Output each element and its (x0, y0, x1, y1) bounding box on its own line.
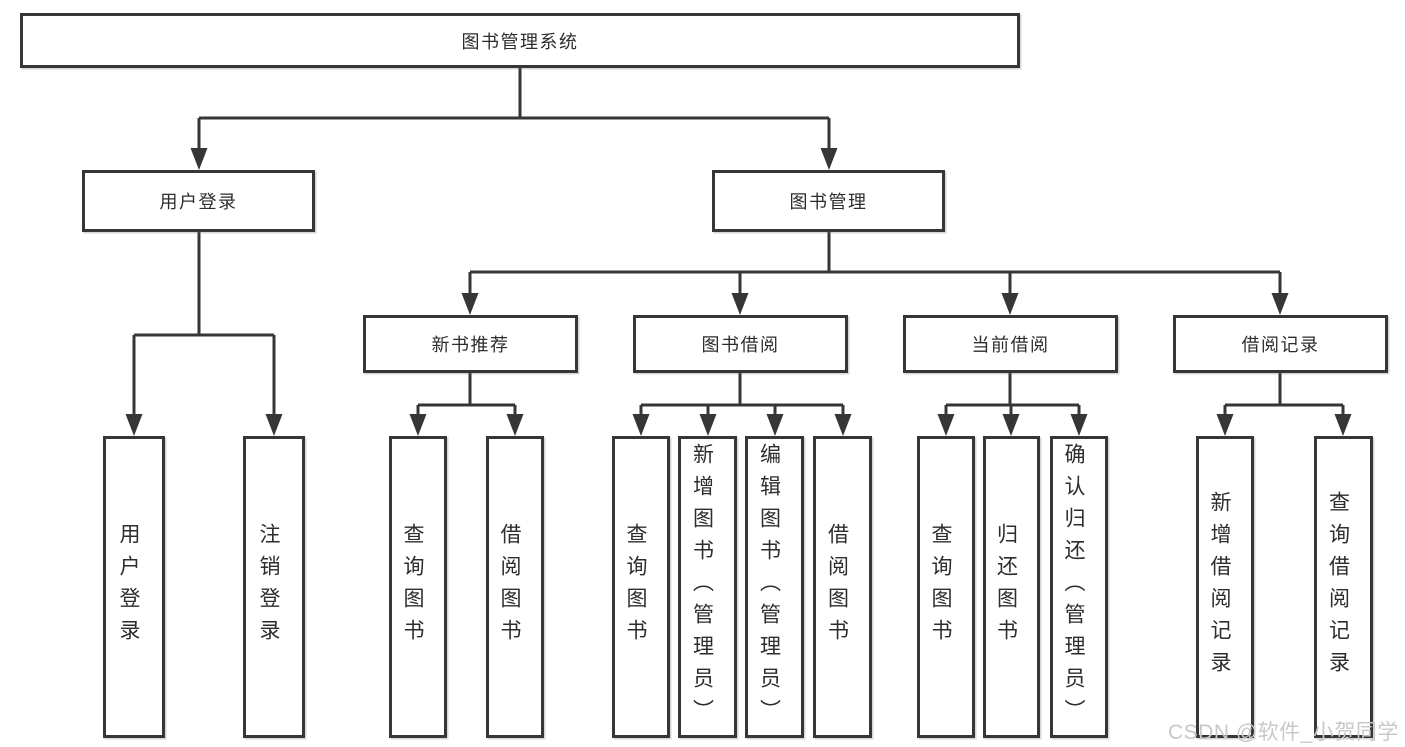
leaf-borrowing-edit-admin: 编辑图书（管理员） (745, 436, 804, 738)
arrow-head-icon (506, 414, 524, 436)
node-book-borrowing-label: 图书借阅 (701, 335, 780, 355)
leaf-borrowing-add-admin-label: 新增图书（管理员） (690, 443, 714, 731)
leaf-records-add: 新增借阅记录 (1196, 436, 1254, 738)
node-borrowing-records-label: 借阅记录 (1241, 335, 1320, 355)
node-new-book-recommend-label: 新书推荐 (431, 335, 510, 355)
arrow-head-icon (1216, 414, 1234, 436)
connector-line (641, 373, 843, 407)
node-book-management: 图书管理 (712, 170, 945, 232)
arrow-head-icon (937, 414, 955, 436)
leaf-borrowing-add-admin: 新增图书（管理员） (678, 436, 737, 738)
node-root: 图书管理系统 (20, 13, 1020, 68)
leaf-logout: 注销登录 (243, 436, 305, 738)
leaf-newbooks-query: 查询图书 (389, 436, 447, 738)
node-current-borrowing-label: 当前借阅 (971, 335, 1050, 355)
connector-line (134, 232, 274, 337)
node-borrowing-records: 借阅记录 (1173, 315, 1388, 373)
leaf-newbooks-query-label: 查询图书 (401, 523, 425, 651)
connector-line (1225, 373, 1343, 407)
leaf-borrowing-borrow-label: 借阅图书 (825, 523, 849, 651)
leaf-current-return-label: 归还图书 (994, 523, 1018, 651)
leaf-user-login: 用户登录 (103, 436, 165, 738)
leaf-borrowing-borrow: 借阅图书 (813, 436, 872, 738)
connector-line (946, 373, 1079, 407)
leaf-records-add-label: 新增借阅记录 (1208, 491, 1232, 683)
connector-line (470, 232, 1280, 274)
leaf-current-query: 查询图书 (917, 436, 975, 738)
arrow-head-icon (190, 148, 208, 170)
arrow-head-icon (1271, 293, 1289, 315)
arrow-head-icon (1001, 293, 1019, 315)
arrow-head-icon (1334, 414, 1352, 436)
node-user-login: 用户登录 (82, 170, 315, 232)
arrow-head-icon (699, 414, 717, 436)
arrow-head-icon (1070, 414, 1088, 436)
arrow-head-icon (125, 414, 143, 436)
leaf-newbooks-borrow: 借阅图书 (486, 436, 544, 738)
leaf-records-query-label: 查询借阅记录 (1326, 491, 1350, 683)
leaf-records-query: 查询借阅记录 (1314, 436, 1373, 738)
arrow-head-icon (632, 414, 650, 436)
leaf-current-query-label: 查询图书 (929, 523, 953, 651)
leaf-user-login-label: 用户登录 (117, 523, 141, 651)
csdn-watermark: CSDN @软件_小贺同学 (1168, 721, 1399, 744)
connector-line (199, 68, 829, 120)
leaf-newbooks-borrow-label: 借阅图书 (498, 523, 522, 651)
arrow-head-icon (265, 414, 283, 436)
connector-line (418, 373, 515, 407)
node-book-management-label: 图书管理 (789, 192, 868, 212)
leaf-current-return: 归还图书 (983, 436, 1040, 738)
arrow-head-icon (820, 148, 838, 170)
arrow-head-icon (731, 293, 749, 315)
node-current-borrowing: 当前借阅 (903, 315, 1118, 373)
node-book-borrowing: 图书借阅 (633, 315, 848, 373)
leaf-borrowing-query-label: 查询图书 (624, 523, 648, 651)
leaf-borrowing-query: 查询图书 (612, 436, 670, 738)
node-root-label: 图书管理系统 (461, 31, 579, 52)
leaf-current-confirm-return-admin-label: 确认归还（管理员） (1062, 443, 1086, 731)
arrow-head-icon (766, 414, 784, 436)
leaf-current-confirm-return-admin: 确认归还（管理员） (1050, 436, 1108, 738)
arrow-head-icon (461, 293, 479, 315)
node-new-book-recommend: 新书推荐 (363, 315, 578, 373)
arrow-head-icon (1002, 414, 1020, 436)
leaf-borrowing-edit-admin-label: 编辑图书（管理员） (757, 443, 781, 731)
leaf-logout-label: 注销登录 (257, 523, 281, 651)
arrow-head-icon (834, 414, 852, 436)
arrow-head-icon (409, 414, 427, 436)
node-user-login-label: 用户登录 (159, 192, 238, 212)
